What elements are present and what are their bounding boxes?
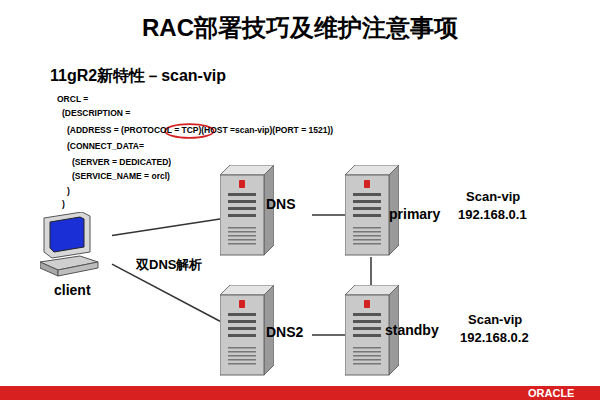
vent-line xyxy=(353,355,381,357)
vent-line xyxy=(228,351,256,353)
drive-slot xyxy=(353,334,381,337)
drive-slot xyxy=(228,200,256,203)
vent-line xyxy=(228,355,256,357)
logo-badge xyxy=(239,180,245,188)
drive-slot xyxy=(353,327,381,330)
vent-line xyxy=(353,231,381,233)
server-node: DNS xyxy=(220,165,312,257)
server-node: primary xyxy=(345,165,443,257)
vent-line xyxy=(228,347,256,349)
label: 192.168.0.2 xyxy=(460,331,529,346)
vent-line xyxy=(228,235,256,237)
node-label: DNS2 xyxy=(266,324,303,340)
tns-config-line: (SERVER = DEDICATED) xyxy=(72,158,171,168)
logo-badge xyxy=(364,180,370,188)
node-label: DNS xyxy=(266,196,296,212)
monitor-case xyxy=(44,212,90,258)
tns-config-line: (CONNECT_DATA= xyxy=(67,142,144,152)
connector-line xyxy=(112,264,220,321)
connector-line xyxy=(112,219,220,236)
drive-slot xyxy=(228,193,256,196)
tns-config-line: (SERVICE_NAME = orcl) xyxy=(72,172,170,182)
drive-slot xyxy=(353,214,381,217)
shape-svg xyxy=(220,165,274,257)
label: 双DNS解析 xyxy=(136,258,202,273)
vent-line xyxy=(228,239,256,241)
logo-badge xyxy=(239,300,245,308)
connector-line xyxy=(312,334,345,336)
vent-line xyxy=(353,351,381,353)
vent-line xyxy=(228,359,256,361)
shape-svg xyxy=(40,212,100,278)
tns-config-line: (DESCRIPTION = xyxy=(62,109,130,119)
drive-slot xyxy=(228,207,256,210)
node-label: standby xyxy=(385,322,439,338)
server-node: DNS2 xyxy=(220,285,312,377)
base-side xyxy=(58,262,98,276)
vent-line xyxy=(353,243,381,245)
label: 192.168.0.1 xyxy=(458,208,527,223)
vent-line xyxy=(228,243,256,245)
vent-line xyxy=(353,359,381,361)
shape-svg xyxy=(220,285,274,377)
drive-slot xyxy=(353,207,381,210)
logo-badge xyxy=(364,300,370,308)
monitor-screen xyxy=(50,217,84,252)
vent-line xyxy=(353,235,381,237)
server-front xyxy=(220,175,264,255)
drive-slot xyxy=(228,214,256,217)
vent-line xyxy=(228,227,256,229)
server-node: standby xyxy=(345,285,445,377)
footer-bar xyxy=(0,386,600,400)
node-label: client xyxy=(54,282,91,298)
vent-line xyxy=(228,363,256,365)
title: RAC部署技巧及维护注意事项 xyxy=(0,12,600,44)
subtitle: 11gR2新特性－scan-vip xyxy=(50,67,226,85)
tns-config-line: ) xyxy=(62,200,65,210)
drive-slot xyxy=(353,313,381,316)
label: Scan-vip xyxy=(466,190,520,205)
server-front xyxy=(345,295,389,375)
vent-line xyxy=(353,227,381,229)
server-tower xyxy=(220,165,274,255)
node-label: primary xyxy=(389,206,440,222)
connector-line xyxy=(370,257,372,285)
vent-line xyxy=(228,231,256,233)
computer-icon xyxy=(40,212,98,276)
connector-line xyxy=(312,214,345,216)
label: Scan-vip xyxy=(468,313,522,328)
drive-slot xyxy=(353,320,381,323)
drive-slot xyxy=(228,327,256,330)
drive-slot xyxy=(228,313,256,316)
server-front xyxy=(220,295,264,375)
vent-line xyxy=(353,239,381,241)
client-computer: client xyxy=(40,212,112,300)
tns-config-line: (ADDRESS = (PROTOCOL = TCP)(HOST =scan-v… xyxy=(67,126,333,136)
vent-line xyxy=(353,347,381,349)
tns-config-line: ) xyxy=(67,187,70,197)
server-front xyxy=(345,175,389,255)
drive-slot xyxy=(228,320,256,323)
drive-slot xyxy=(353,193,381,196)
base-front xyxy=(40,262,58,276)
drive-slot xyxy=(228,334,256,337)
drive-slot xyxy=(353,200,381,203)
logo-text: ORACLE xyxy=(528,387,574,400)
server-tower xyxy=(220,285,274,375)
tns-config-line: ORCL = xyxy=(57,95,88,105)
vent-line xyxy=(353,363,381,365)
